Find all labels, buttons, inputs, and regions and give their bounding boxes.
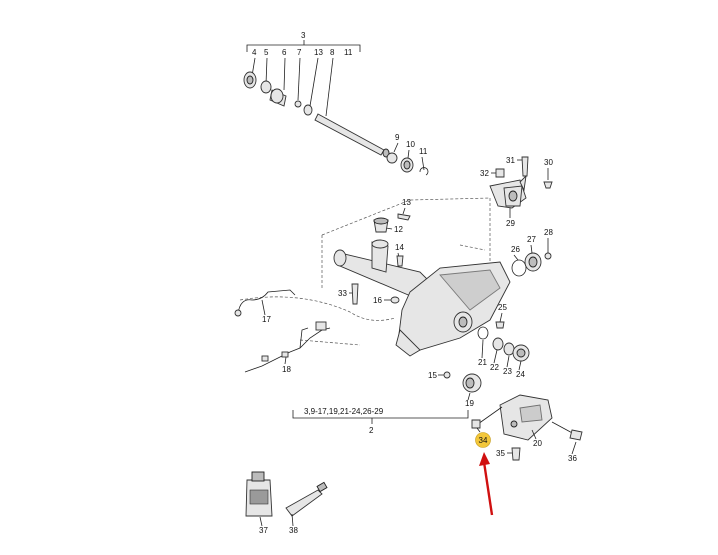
red-pointer-arrow bbox=[479, 452, 494, 516]
top-leader-lines bbox=[251, 57, 334, 117]
callout-13-top: 13 bbox=[314, 48, 323, 57]
callout-14: 14 bbox=[395, 243, 404, 252]
callout-33: 33 bbox=[338, 289, 347, 298]
lower-bracket-20 bbox=[499, 394, 553, 441]
group-3-bracket bbox=[246, 40, 361, 52]
wire-harness-18 bbox=[244, 321, 331, 373]
callout-29: 29 bbox=[506, 219, 515, 228]
group-2-bracket bbox=[292, 410, 469, 424]
callout-34-highlight bbox=[475, 432, 491, 448]
callout-12: 12 bbox=[394, 225, 403, 234]
callout-36: 36 bbox=[568, 454, 577, 463]
differential-housing bbox=[333, 239, 511, 357]
callout-18: 18 bbox=[282, 365, 291, 374]
callout-25: 25 bbox=[498, 303, 507, 312]
callout-4: 4 bbox=[252, 48, 257, 57]
callout-10: 10 bbox=[406, 140, 415, 149]
callout-26: 26 bbox=[511, 245, 520, 254]
callout-38: 38 bbox=[289, 526, 298, 535]
callout-17: 17 bbox=[262, 315, 271, 324]
callout-9: 9 bbox=[395, 133, 400, 142]
callout-20: 20 bbox=[533, 439, 542, 448]
upper-mount-29 bbox=[489, 179, 527, 209]
callout-23: 23 bbox=[503, 367, 512, 376]
callout-13: 13 bbox=[402, 198, 411, 207]
callout-8: 8 bbox=[330, 48, 335, 57]
callout-7: 7 bbox=[297, 48, 302, 57]
callout-27: 27 bbox=[527, 235, 536, 244]
callout-3: 3 bbox=[301, 31, 306, 40]
group-2-caption: 3,9-17,19,21-24,26-29 bbox=[304, 407, 384, 416]
callout-22: 22 bbox=[490, 363, 499, 372]
callout-32: 32 bbox=[480, 169, 489, 178]
callout-34: 34 bbox=[479, 436, 488, 445]
callout-30: 30 bbox=[544, 158, 553, 167]
callout-15: 15 bbox=[428, 371, 437, 380]
callout-24: 24 bbox=[516, 370, 525, 379]
callout-28: 28 bbox=[544, 228, 553, 237]
callout-11: 11 bbox=[419, 147, 428, 156]
callout-5: 5 bbox=[264, 48, 269, 57]
callout-2: 2 bbox=[369, 426, 374, 435]
fluid-bottle-37 bbox=[245, 471, 273, 517]
callout-37: 37 bbox=[259, 526, 268, 535]
breather-hose-17 bbox=[234, 289, 296, 317]
callout-11-top: 11 bbox=[344, 48, 353, 57]
callout-31: 31 bbox=[506, 156, 515, 165]
drive-shaft-assembly bbox=[243, 71, 390, 158]
callout-16: 16 bbox=[373, 296, 382, 305]
callout-19: 19 bbox=[465, 399, 474, 408]
callout-6: 6 bbox=[282, 48, 287, 57]
callout-35: 35 bbox=[496, 449, 505, 458]
sealant-tube-38 bbox=[285, 481, 328, 517]
callout-21: 21 bbox=[478, 358, 487, 367]
housing-outline-dashed bbox=[239, 197, 491, 346]
